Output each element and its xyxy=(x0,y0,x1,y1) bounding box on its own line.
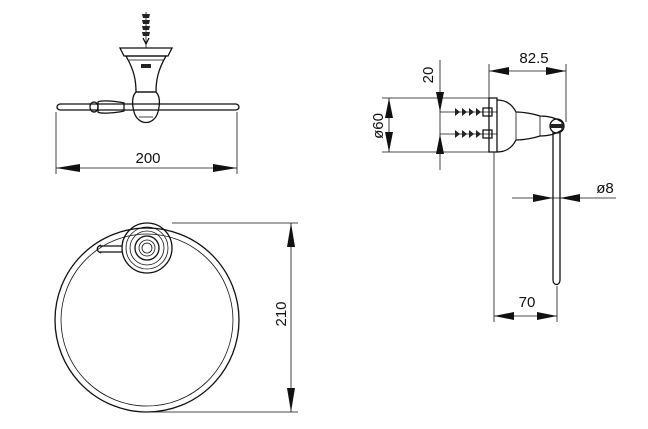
side-screws xyxy=(440,107,497,139)
front-view: 200 xyxy=(55,12,240,174)
mount-body xyxy=(124,55,168,93)
dim-ring-height: 210 xyxy=(147,222,298,413)
side-ring-rod xyxy=(552,132,561,286)
wall-plate xyxy=(488,97,498,153)
dim-label-o60: ø60 xyxy=(370,113,387,139)
dim-base-diameter: ø60 xyxy=(370,97,489,153)
dim-screw-offset: 20 xyxy=(420,60,444,170)
dim-label-70: 70 xyxy=(519,294,536,311)
side-view: ø60 20 82.5 ø8 xyxy=(370,50,616,322)
mount-knob xyxy=(132,91,160,124)
dim-label-20: 20 xyxy=(420,67,437,84)
ring-view: 210 xyxy=(54,222,298,413)
dim-label-200: 200 xyxy=(135,150,160,167)
mount-flange xyxy=(118,47,174,57)
dim-ring-depth: 70 xyxy=(493,152,558,322)
dim-bar-width: 200 xyxy=(55,112,238,174)
towel-bar xyxy=(56,100,240,114)
dim-rod-diameter: ø8 xyxy=(512,180,616,202)
screw-anchor-top xyxy=(142,12,150,48)
dim-projection: 82.5 xyxy=(488,50,567,122)
ring-rosette xyxy=(121,222,173,274)
dim-label-o8: ø8 xyxy=(596,180,614,197)
dim-label-82-5: 82.5 xyxy=(519,50,548,67)
dim-label-210: 210 xyxy=(273,301,290,326)
